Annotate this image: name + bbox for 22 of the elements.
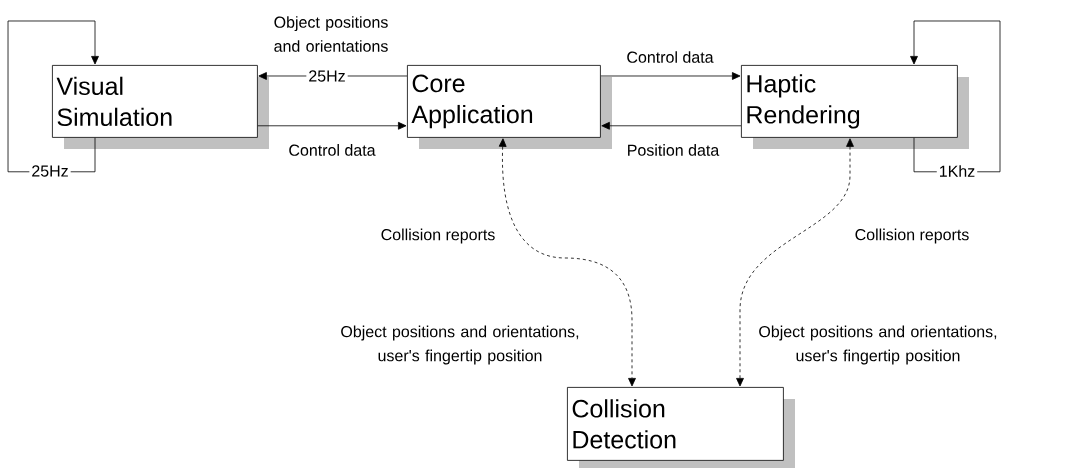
arrow	[600, 72, 741, 80]
edge-label: Collision reports	[381, 228, 495, 244]
edge-label: 25Hz	[29, 163, 71, 179]
process-box: Visual Simulation	[52, 65, 269, 149]
edge-label: 25Hz	[306, 68, 348, 84]
label: Object positions and orientations, user's fingertip position	[759, 325, 997, 365]
arrow	[601, 121, 742, 130]
edge-label: Control data	[627, 51, 714, 63]
arrow	[910, 20, 1001, 173]
arrow	[7, 20, 99, 173]
edge-label: 1Khz	[936, 163, 978, 179]
arrow	[498, 138, 636, 387]
arrow	[257, 121, 407, 130]
arrow	[736, 138, 854, 387]
edge-label: Position data	[628, 144, 720, 156]
label: Object positions and orientations, user's fingertip position	[341, 325, 579, 365]
edge-label: Control data	[289, 144, 376, 156]
process-box: Core Application	[407, 65, 612, 149]
process-box: Collision Detection	[567, 387, 795, 468]
process-box: Haptic Rendering	[741, 65, 969, 149]
edge-label: Collision reports	[855, 228, 969, 244]
label: Object positions and orientations	[274, 16, 388, 52]
